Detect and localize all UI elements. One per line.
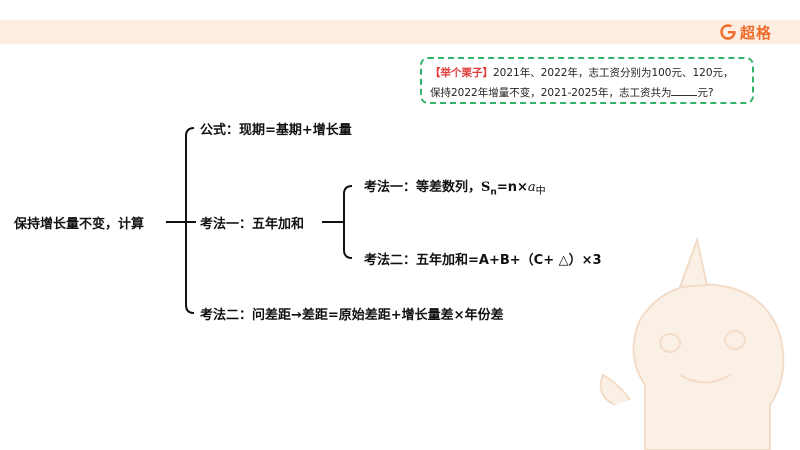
example-text-1: 2021年、2022年，志工资分别为100元、120元，	[493, 67, 734, 79]
root-bracket	[185, 127, 195, 314]
method1-sub1-node: 考法一：等差数列，Sn=n×a中	[364, 176, 546, 198]
sub1-text: 考法一：等差数列，	[364, 180, 482, 195]
example-line-1: 【举个栗子】2021年、2022年，志工资分别为100元、120元，	[430, 63, 744, 83]
example-line-2: 保持2022年增量不变，2021-2025年，志工资共为 元?	[430, 83, 744, 103]
sub1-n: n	[490, 187, 497, 198]
top-banner	[0, 20, 800, 44]
method1-node: 考法一：五年加和	[200, 217, 305, 232]
root-node: 保持增长量不变，计算	[14, 217, 145, 232]
brand-name: 超格	[739, 23, 772, 42]
example-tag: 【举个栗子】	[430, 67, 493, 79]
brand-logo: 超格	[720, 22, 772, 42]
formula-node: 公式：现期=基期+增长量	[200, 123, 352, 138]
example-box: 【举个栗子】2021年、2022年，志工资分别为100元、120元， 保持202…	[420, 57, 754, 104]
sub1-a: a	[527, 180, 536, 195]
answer-blank	[671, 83, 698, 96]
method1-bracket	[343, 185, 353, 259]
brand-g-icon	[720, 24, 736, 40]
example-text-2: 保持2022年增量不变，2021-2025年，志工资共为	[430, 87, 672, 99]
method1-sub2-node: 考法二：五年加和=A+B+（C+ △）×3	[364, 253, 602, 268]
sub1-mid: =n×	[496, 180, 528, 195]
method2-node: 考法二：问差距→差距=原始差距+增长量差×年份差	[200, 308, 504, 323]
example-text-3: 元?	[697, 87, 714, 99]
sub1-zh: 中	[535, 186, 546, 197]
sub1-S: S	[481, 180, 491, 195]
mascot-watermark-icon	[599, 236, 785, 450]
